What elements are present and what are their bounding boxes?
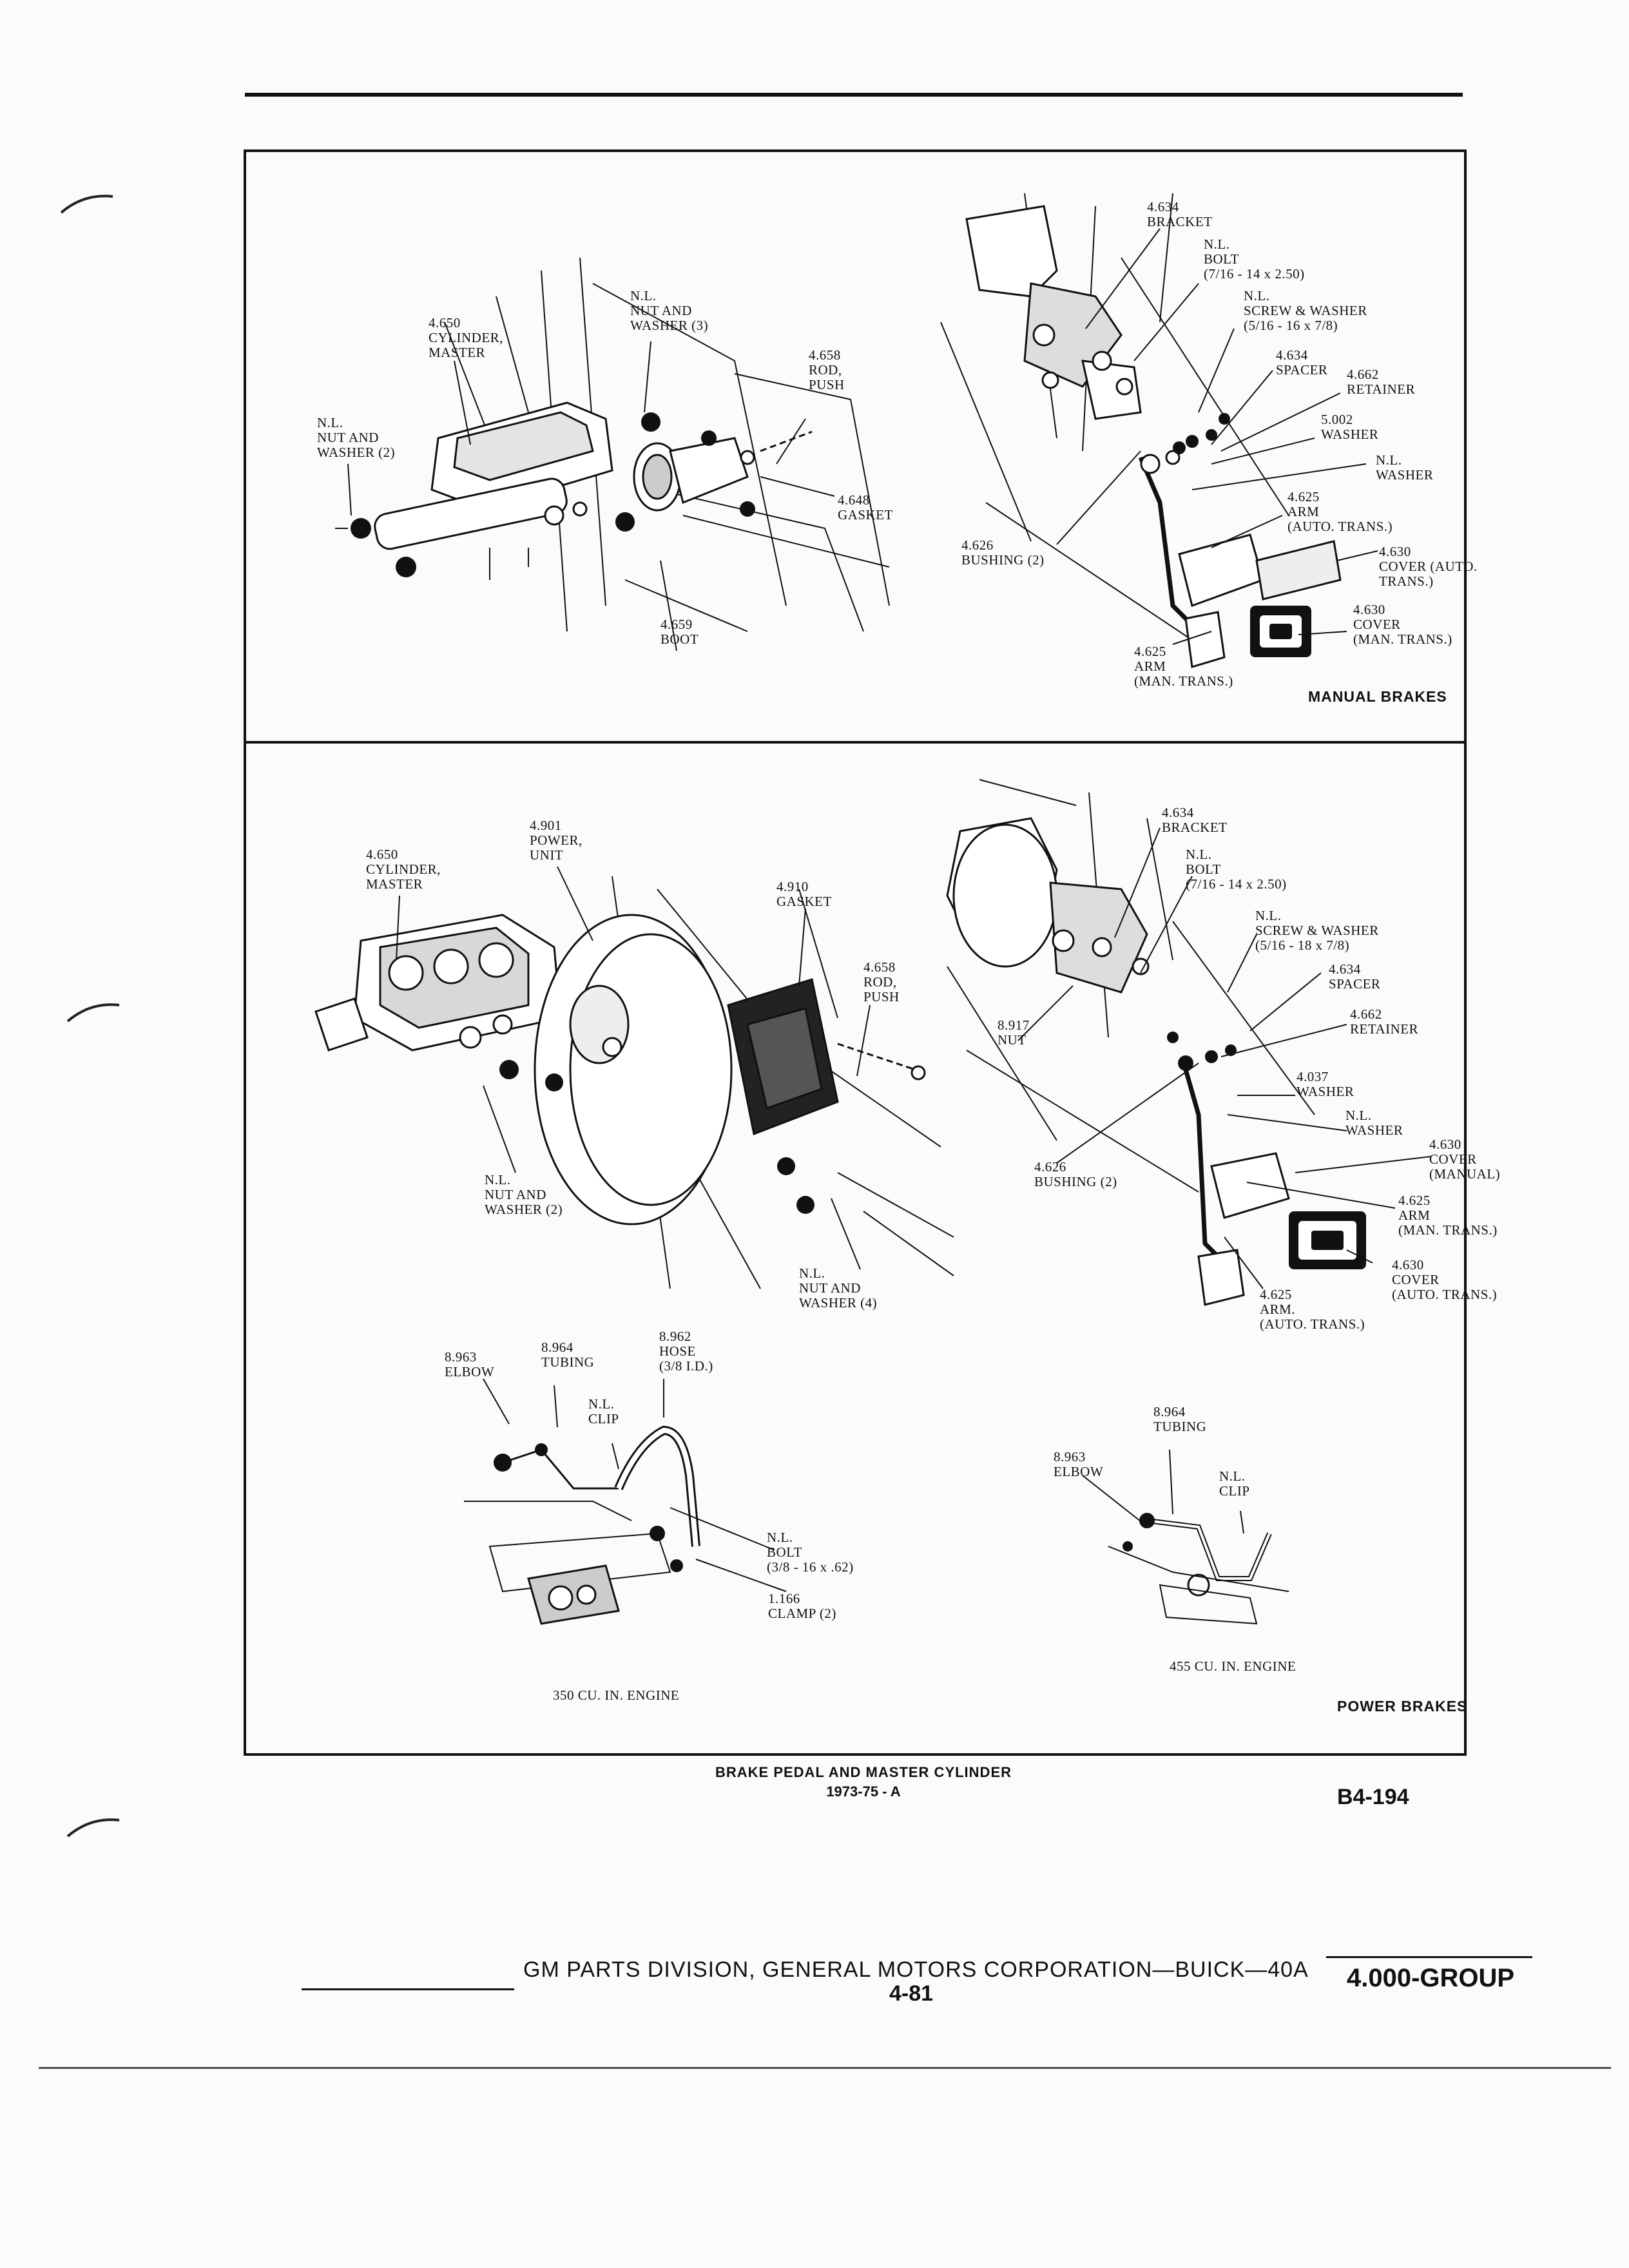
power-label-nl-nut-washer-4: N.L. NUT AND WASHER (4) (799, 1265, 878, 1311)
power-label-bushing: 4.626 BUSHING (2) (1034, 1159, 1117, 1189)
power-label-arm-man: 4.625 ARM (MAN. TRANS.) (1398, 1193, 1498, 1238)
manual-pedal-assembly-illustration (928, 193, 1353, 683)
panel-divider (244, 741, 1467, 744)
manual-label-washer-5002: 5.002 WASHER (1321, 412, 1379, 442)
bottom-rule (39, 2067, 1611, 2069)
binder-hole-bottom (66, 1818, 120, 1838)
power-label-nl-nut-washer-2: N.L. NUT AND WASHER (2) (485, 1172, 563, 1217)
manual-label-nl-screw-washer: N.L. SCREW & WASHER (5/16 - 16 x 7/8) (1244, 288, 1367, 333)
manual-label-spacer: 4.634 SPACER (1276, 347, 1328, 378)
power-label-elbow-350: 8.963 ELBOW (445, 1349, 495, 1379)
power-label-elbow-455: 8.963 ELBOW (1054, 1449, 1104, 1479)
binder-hole-top (60, 195, 113, 214)
manual-label-retainer: 4.662 RETAINER (1347, 367, 1416, 397)
figure-caption-title: BRAKE PEDAL AND MASTER CYLINDER (715, 1764, 1012, 1780)
power-label-nl-washer: N.L. WASHER (1345, 1108, 1403, 1138)
footer-page-number: 4-81 (889, 1981, 934, 2006)
power-label-spacer: 4.634 SPACER (1329, 961, 1381, 992)
power-label-hose: 8.962 HOSE (3/8 I.D.) (659, 1329, 713, 1374)
power-booster-illustration (309, 876, 954, 1302)
power-label-retainer: 4.662 RETAINER (1350, 1006, 1419, 1037)
power-label-gasket: 4.910 GASKET (776, 879, 832, 909)
power-leader-lines (0, 0, 1629, 1756)
manual-label-bracket: 4.634 BRACKET (1147, 199, 1213, 229)
power-label-rod-push: 4.658 ROD, PUSH (863, 959, 900, 1004)
footer-group: 4.000-GROUP (1347, 1964, 1515, 1992)
manual-label-nl-bolt: N.L. BOLT (7/16 - 14 x 2.50) (1204, 236, 1305, 282)
power-label-engine-350: 350 CU. IN. ENGINE (553, 1687, 680, 1703)
power-label-cover-auto: 4.630 COVER (AUTO. TRANS.) (1392, 1257, 1498, 1302)
manual-brakes-title: MANUAL BRAKES (1308, 688, 1447, 705)
power-label-cylinder-master: 4.650 CYLINDER, MASTER (366, 847, 441, 892)
manual-label-arm-auto: 4.625 ARM (AUTO. TRANS.) (1287, 489, 1393, 534)
power-label-tubing-455: 8.964 TUBING (1153, 1404, 1207, 1434)
power-label-clamp: 1.166 CLAMP (2) (768, 1591, 836, 1621)
power-label-cover-manual: 4.630 COVER (MANUAL) (1429, 1137, 1501, 1182)
manual-label-bushing: 4.626 BUSHING (2) (961, 537, 1045, 568)
figure-caption-subtitle: 1973-75 - A (826, 1783, 901, 1800)
power-label-tubing-350: 8.964 TUBING (541, 1340, 595, 1370)
manual-label-boot: 4.659 BOOT (660, 617, 699, 647)
manual-label-arm-man: 4.625 ARM (MAN. TRANS.) (1134, 644, 1233, 689)
power-label-bracket: 4.634 BRACKET (1162, 805, 1228, 835)
power-label-washer-4037: 4.037 WASHER (1296, 1069, 1354, 1099)
top-rule (245, 93, 1463, 97)
power-brakes-title: POWER BRAKES (1337, 1698, 1468, 1715)
manual-label-nl-nut-washer-3: N.L. NUT AND WASHER (3) (630, 288, 709, 333)
binder-hole-middle (66, 1003, 120, 1023)
power-label-nl-bolt-small: N.L. BOLT (3/8 - 16 x .62) (767, 1530, 854, 1575)
footer-rule-right (1326, 1956, 1532, 1958)
manual-label-cylinder-master: 4.650 CYLINDER, MASTER (429, 315, 503, 360)
figure-id: B4-194 (1337, 1785, 1409, 1809)
manual-label-nl-washer: N.L. WASHER (1376, 452, 1434, 483)
manual-label-cover-auto: 4.630 COVER (AUTO. TRANS.) (1379, 544, 1478, 589)
manual-label-rod-push: 4.658 ROD, PUSH (809, 347, 845, 392)
engine-455-tubing-illustration (1108, 1513, 1315, 1624)
footer-rule-left (302, 1988, 514, 1990)
manual-label-gasket: 4.648 GASKET (838, 492, 893, 523)
power-label-nl-bolt: N.L. BOLT (7/16 - 14 x 2.50) (1186, 847, 1287, 892)
power-pedal-assembly-illustration (928, 780, 1366, 1321)
footer-publisher: GM PARTS DIVISION, GENERAL MOTORS CORPOR… (523, 1957, 1309, 1982)
manual-label-nl-nut-washer-2: N.L. NUT AND WASHER (2) (317, 415, 396, 460)
manual-label-cover-man: 4.630 COVER (MAN. TRANS.) (1353, 602, 1452, 647)
power-label-clip-455: N.L. CLIP (1219, 1468, 1250, 1499)
power-label-arm-auto: 4.625 ARM. (AUTO. TRANS.) (1260, 1287, 1365, 1332)
power-label-engine-455: 455 CU. IN. ENGINE (1170, 1658, 1296, 1674)
power-label-clip-350: N.L. CLIP (588, 1396, 619, 1427)
power-label-nut: 8.917 NUT (998, 1017, 1030, 1048)
manual-leader-lines (0, 0, 1629, 741)
manual-master-cylinder-illustration (335, 245, 915, 670)
power-label-nl-screw-washer: N.L. SCREW & WASHER (5/16 - 18 x 7/8) (1255, 908, 1379, 953)
engine-350-vacuum-hose-illustration (464, 1405, 773, 1649)
power-label-power-unit: 4.901 POWER, UNIT (530, 818, 583, 863)
figure-frame (244, 149, 1467, 1756)
